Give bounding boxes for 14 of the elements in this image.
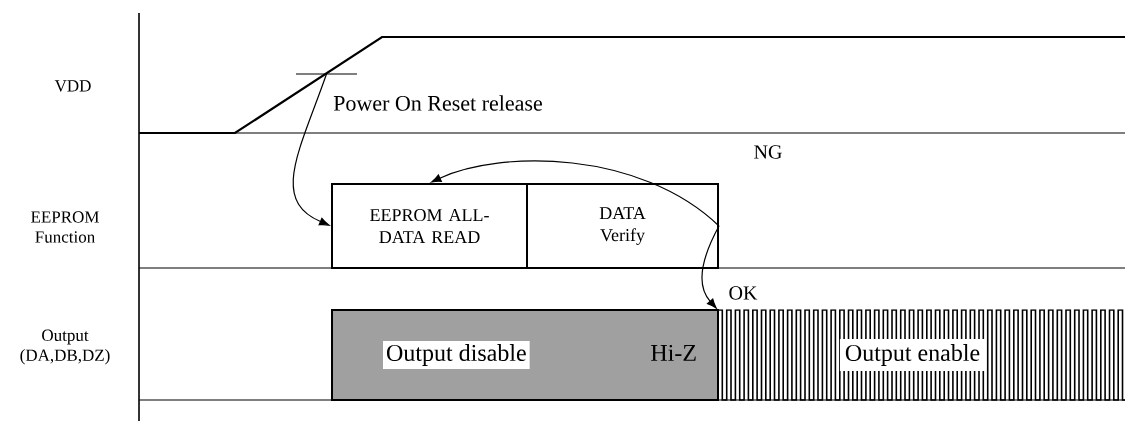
function-box: DATA Verify [526,183,719,269]
signal-label: EEPROM Function [31,211,99,243]
pulse-train: Output enable [717,309,1125,401]
edge-label: OK [727,285,759,301]
release-mark [295,73,358,75]
disabled-output-bar: Output disable Hi-Z [331,309,719,401]
arrow [701,225,720,309]
function-box: EEPROM ALL-DATA READ [331,183,528,269]
annotation-text: Power On Reset release [333,95,542,111]
arrow [292,73,330,226]
signal-label: Output (DA,DB,DZ) [20,329,110,365]
edge-label: NG [752,144,784,160]
signal-label: VDD [54,80,91,92]
arrow [431,160,720,227]
